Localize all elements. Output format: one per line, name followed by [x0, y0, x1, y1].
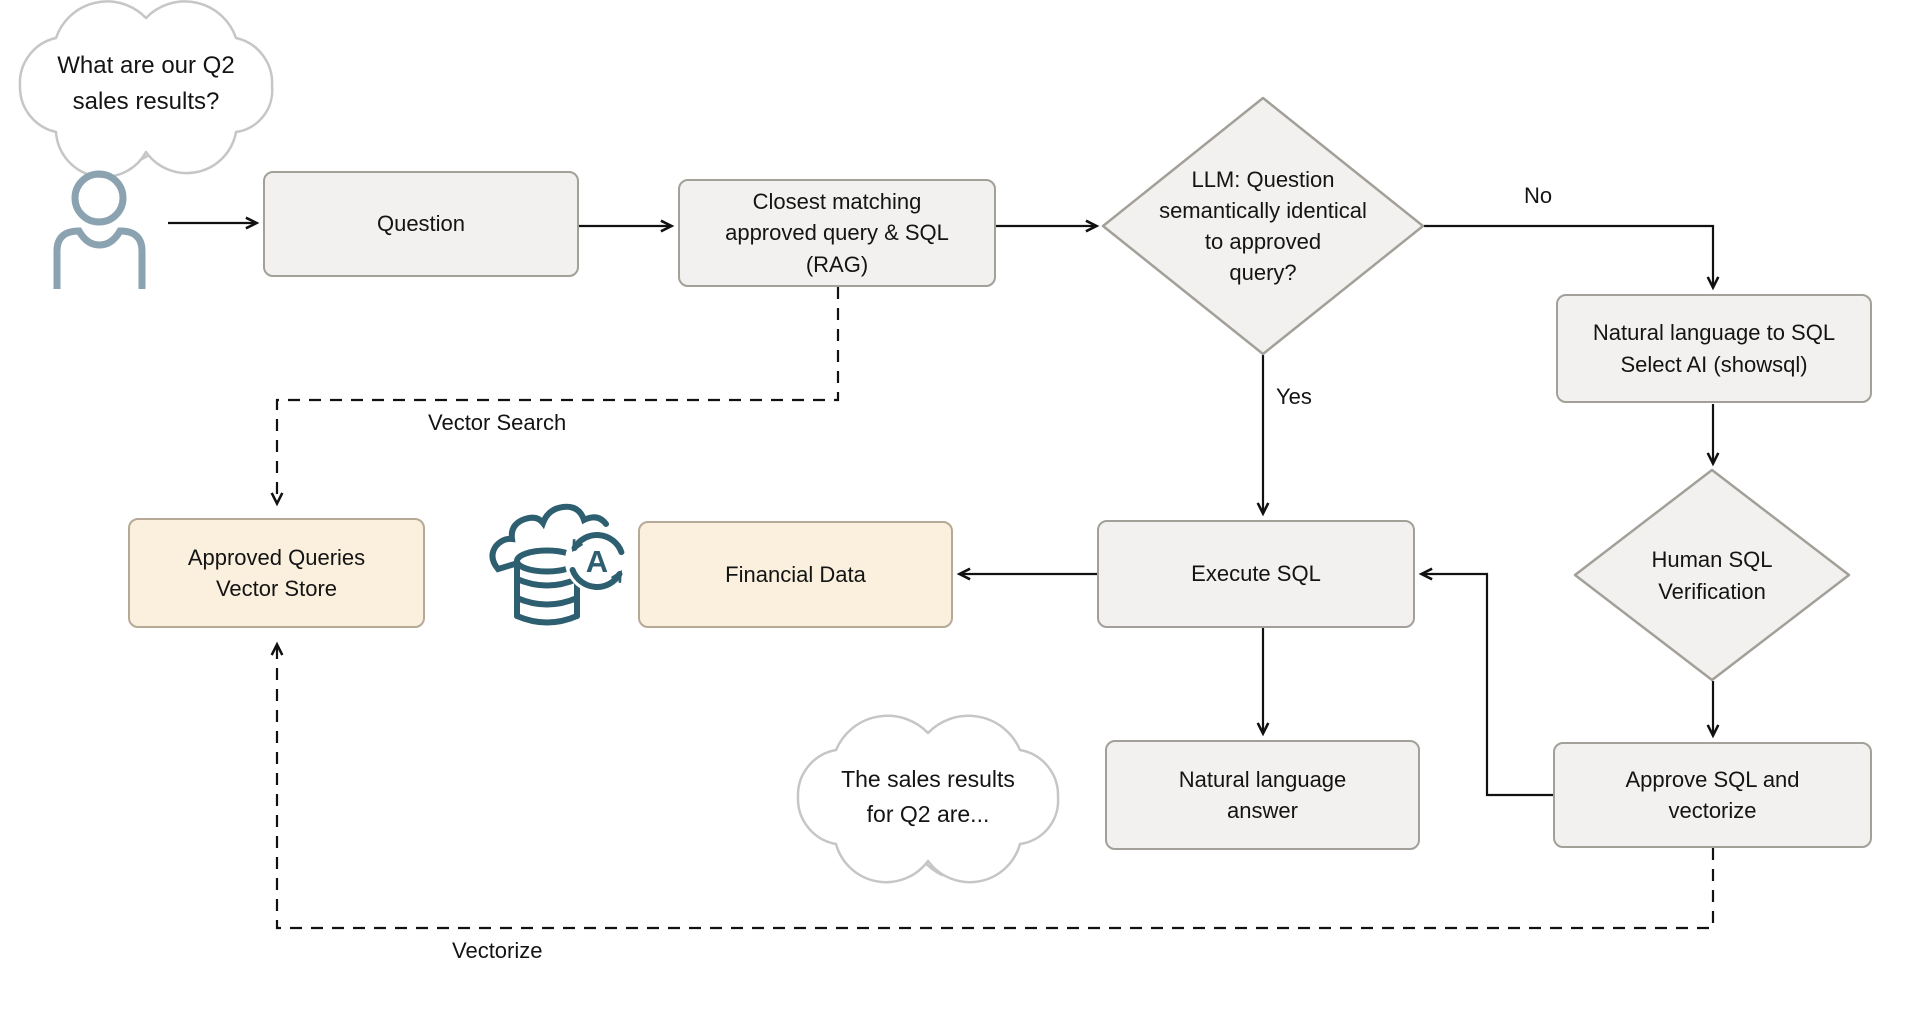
vectorize-label: Vectorize: [452, 938, 543, 963]
user-question-text: What are our Q2 sales results?: [57, 52, 235, 115]
nl-to-sql-node: Natural language to SQL Select AI (shows…: [1556, 294, 1872, 403]
autonomous-database-icon: A: [489, 503, 629, 626]
financial-data-node: Financial Data: [638, 521, 953, 628]
rag-node: Closest matching approved query & SQL (R…: [678, 179, 996, 287]
sync-letter: A: [586, 544, 608, 579]
vector-store-node: Approved Queries Vector Store: [128, 518, 425, 628]
vector-search-label: Vector Search: [428, 410, 567, 435]
nl-answer-node: Natural language answer: [1105, 740, 1420, 850]
arrow-decision-no: [1424, 224, 1720, 291]
approve-vectorize-node: Approve SQL and vectorize: [1553, 742, 1872, 848]
llm-decision-label: LLM: Question semantically identical to …: [1159, 166, 1367, 286]
answer-bubble: [796, 714, 1060, 884]
dashed-vector-search-connector: [270, 287, 840, 507]
cloud-icon: [489, 503, 609, 573]
yes-label: Yes: [1276, 384, 1312, 409]
user-question-bubble: [18, 0, 274, 179]
person-icon: [53, 170, 146, 289]
execute-sql-node: Execute SQL: [1097, 520, 1415, 628]
llm-decision-diamond: [1101, 96, 1425, 356]
question-node: Question: [263, 171, 579, 277]
human-verification-label: Human SQL Verification: [1651, 547, 1773, 604]
sync-icon: [571, 532, 625, 556]
human-verification-diamond: [1573, 468, 1851, 682]
arrow-approve-execute: [1418, 567, 1553, 797]
answer-text: The sales results for Q2 are...: [841, 766, 1015, 827]
dashed-vectorize-connector: [270, 641, 1715, 930]
database-icon: [514, 613, 580, 626]
no-label: No: [1524, 183, 1553, 208]
